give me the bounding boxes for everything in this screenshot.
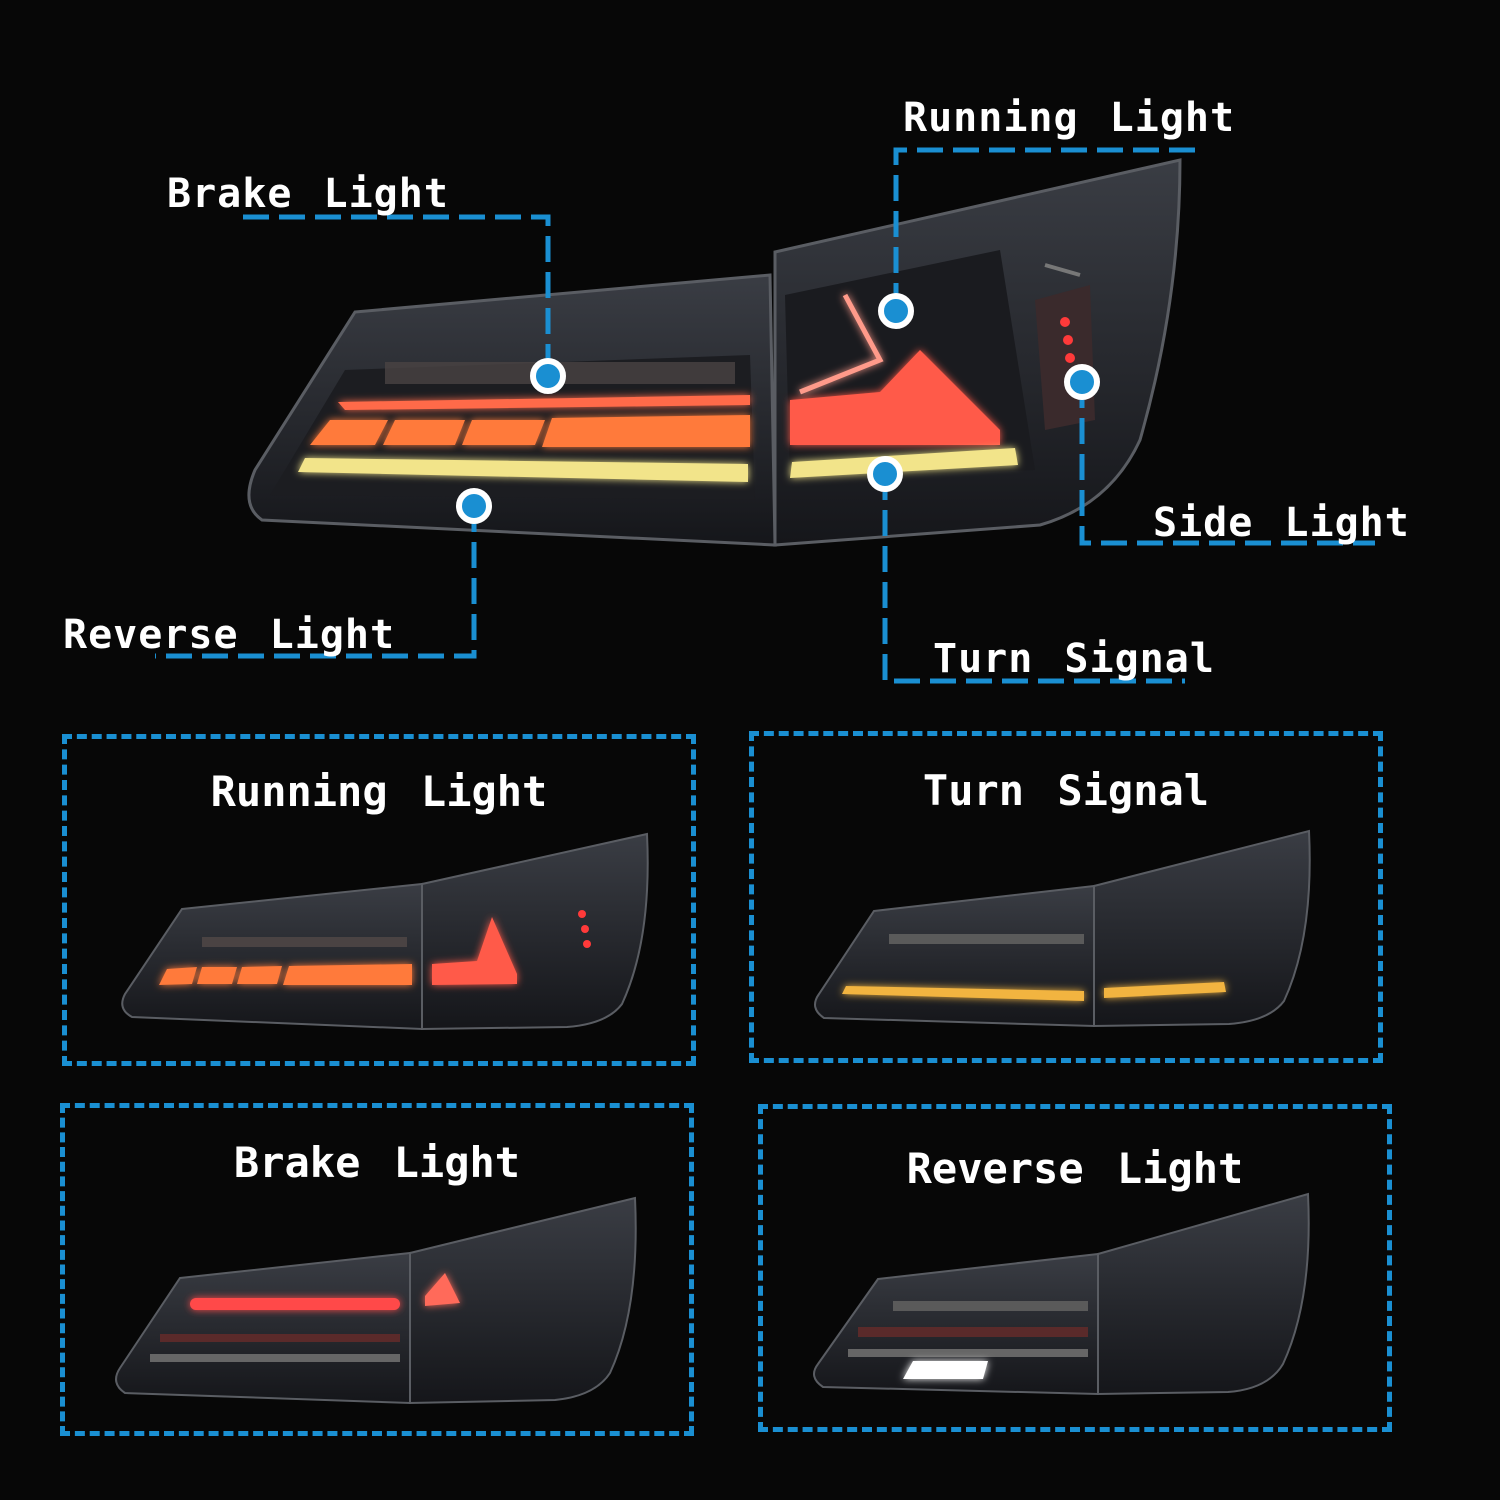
inner-lamp-housing — [247, 273, 777, 547]
running-light-panel: Running Light — [62, 734, 696, 1066]
reverse-light-marker — [456, 488, 492, 524]
outer-lamp-housing — [773, 158, 1182, 547]
side-light-label: Side Light — [1153, 500, 1410, 546]
callout-lines — [155, 147, 1375, 684]
turn-signal-label: Turn Signal — [933, 636, 1215, 682]
turn-signal-bars — [298, 448, 1018, 482]
brake-light-marker — [530, 358, 566, 394]
panel-title: Brake Light — [233, 1138, 521, 1187]
turn-signal-marker — [867, 456, 903, 492]
side-light-leds — [1060, 317, 1075, 363]
brake-light-panel: Brake Light — [60, 1103, 694, 1436]
brake-light-label: Brake Light — [167, 171, 449, 217]
reverse-light-panel: Reverse Light — [758, 1104, 1392, 1432]
running-light-bars — [310, 293, 1000, 447]
main-taillight-illustration — [155, 147, 1375, 684]
turn-signal-taillight-image — [814, 829, 1311, 1028]
reverse-light-taillight-image — [813, 1192, 1310, 1396]
brake-light-taillight-image — [115, 1196, 637, 1405]
panel-title: Running Light — [210, 767, 548, 816]
running-light-taillight-image — [121, 832, 649, 1031]
callout-dots — [456, 293, 1100, 524]
reverse-light-label: Reverse Light — [63, 612, 396, 658]
side-light-marker — [1064, 364, 1100, 400]
turn-signal-panel: Turn Signal — [749, 731, 1383, 1063]
panel-title: Reverse Light — [906, 1144, 1244, 1193]
panel-title: Turn Signal — [922, 766, 1210, 815]
running-light-label: Running Light — [903, 95, 1236, 141]
running-light-marker — [878, 293, 914, 329]
